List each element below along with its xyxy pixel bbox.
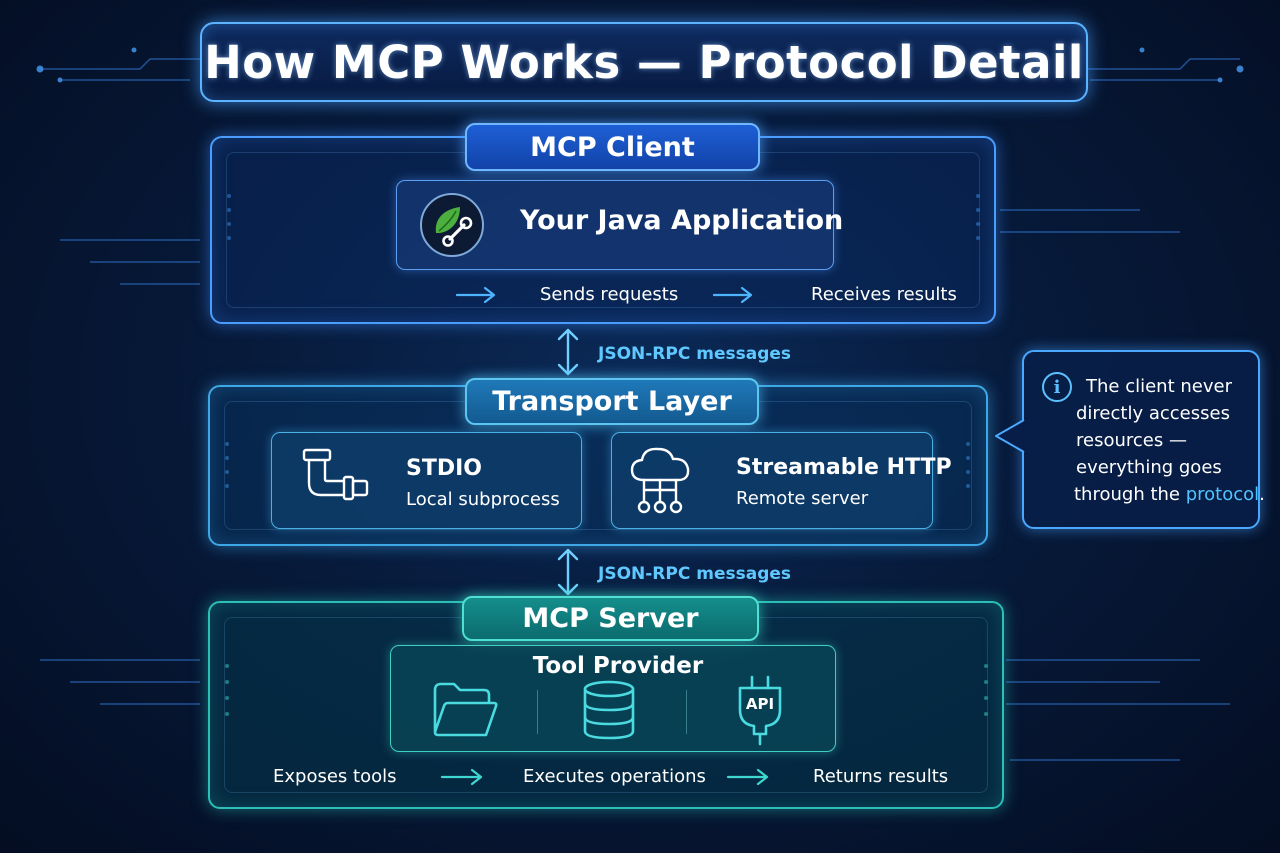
client-flow-receives: Receives results <box>811 284 957 305</box>
note-line-5-suffix: . <box>1259 484 1265 505</box>
bidirectional-arrow-icon <box>557 548 579 596</box>
bidirectional-arrow-icon <box>557 328 579 376</box>
stdio-card <box>271 432 582 529</box>
info-icon: i <box>1042 372 1072 402</box>
server-flow-executes: Executes operations <box>523 766 706 787</box>
note-line-1: The client never <box>1086 376 1232 397</box>
note-line-4: everything goes <box>1076 457 1222 478</box>
client-flow-sends: Sends requests <box>540 284 679 305</box>
api-plug-icon: API <box>734 674 786 746</box>
spring-leaf-wrench-icon <box>420 193 484 257</box>
cloud-network-icon <box>630 447 690 514</box>
pipe-icon <box>302 448 369 501</box>
server-flow-returns: Returns results <box>813 766 949 787</box>
tool-provider-title: Tool Provider <box>532 653 704 679</box>
page-title: How MCP Works — Protocol Detail <box>204 35 1084 89</box>
client-header-label: MCP Client <box>530 131 695 163</box>
server-flow-exposes: Exposes tools <box>273 766 397 787</box>
note-highlight-protocol: protocol <box>1185 484 1260 505</box>
note-line-3: resources — <box>1076 430 1187 451</box>
stdio-title: STDIO <box>406 456 483 481</box>
icon-divider <box>537 690 538 734</box>
api-label: API <box>745 695 775 713</box>
java-app-title: Your Java Application <box>520 205 844 236</box>
note-line-5-prefix: through the <box>1074 484 1186 505</box>
http-title: Streamable HTTP <box>736 455 952 480</box>
database-icon <box>583 680 635 740</box>
arrow-right-icon <box>712 286 753 304</box>
transport-header: Transport Layer <box>465 378 759 425</box>
note-line-5: through the protocol. <box>1074 484 1265 505</box>
note-line-2: directly accesses <box>1076 403 1230 424</box>
arrow-right-icon <box>440 768 483 786</box>
server-header: MCP Server <box>462 596 759 641</box>
connector-label-top: JSON-RPC messages <box>598 344 792 364</box>
callout-pointer <box>995 419 1026 453</box>
icon-divider <box>686 690 687 734</box>
transport-header-label: Transport Layer <box>492 386 732 417</box>
stdio-subtitle: Local subprocess <box>406 489 560 510</box>
title-banner: How MCP Works — Protocol Detail <box>200 22 1088 102</box>
client-header: MCP Client <box>465 123 760 171</box>
arrow-right-icon <box>726 768 769 786</box>
arrow-right-icon <box>455 286 496 304</box>
connector-label-bottom: JSON-RPC messages <box>598 564 792 584</box>
http-subtitle: Remote server <box>736 488 869 509</box>
server-header-label: MCP Server <box>522 603 699 634</box>
folder-icon <box>433 682 498 737</box>
